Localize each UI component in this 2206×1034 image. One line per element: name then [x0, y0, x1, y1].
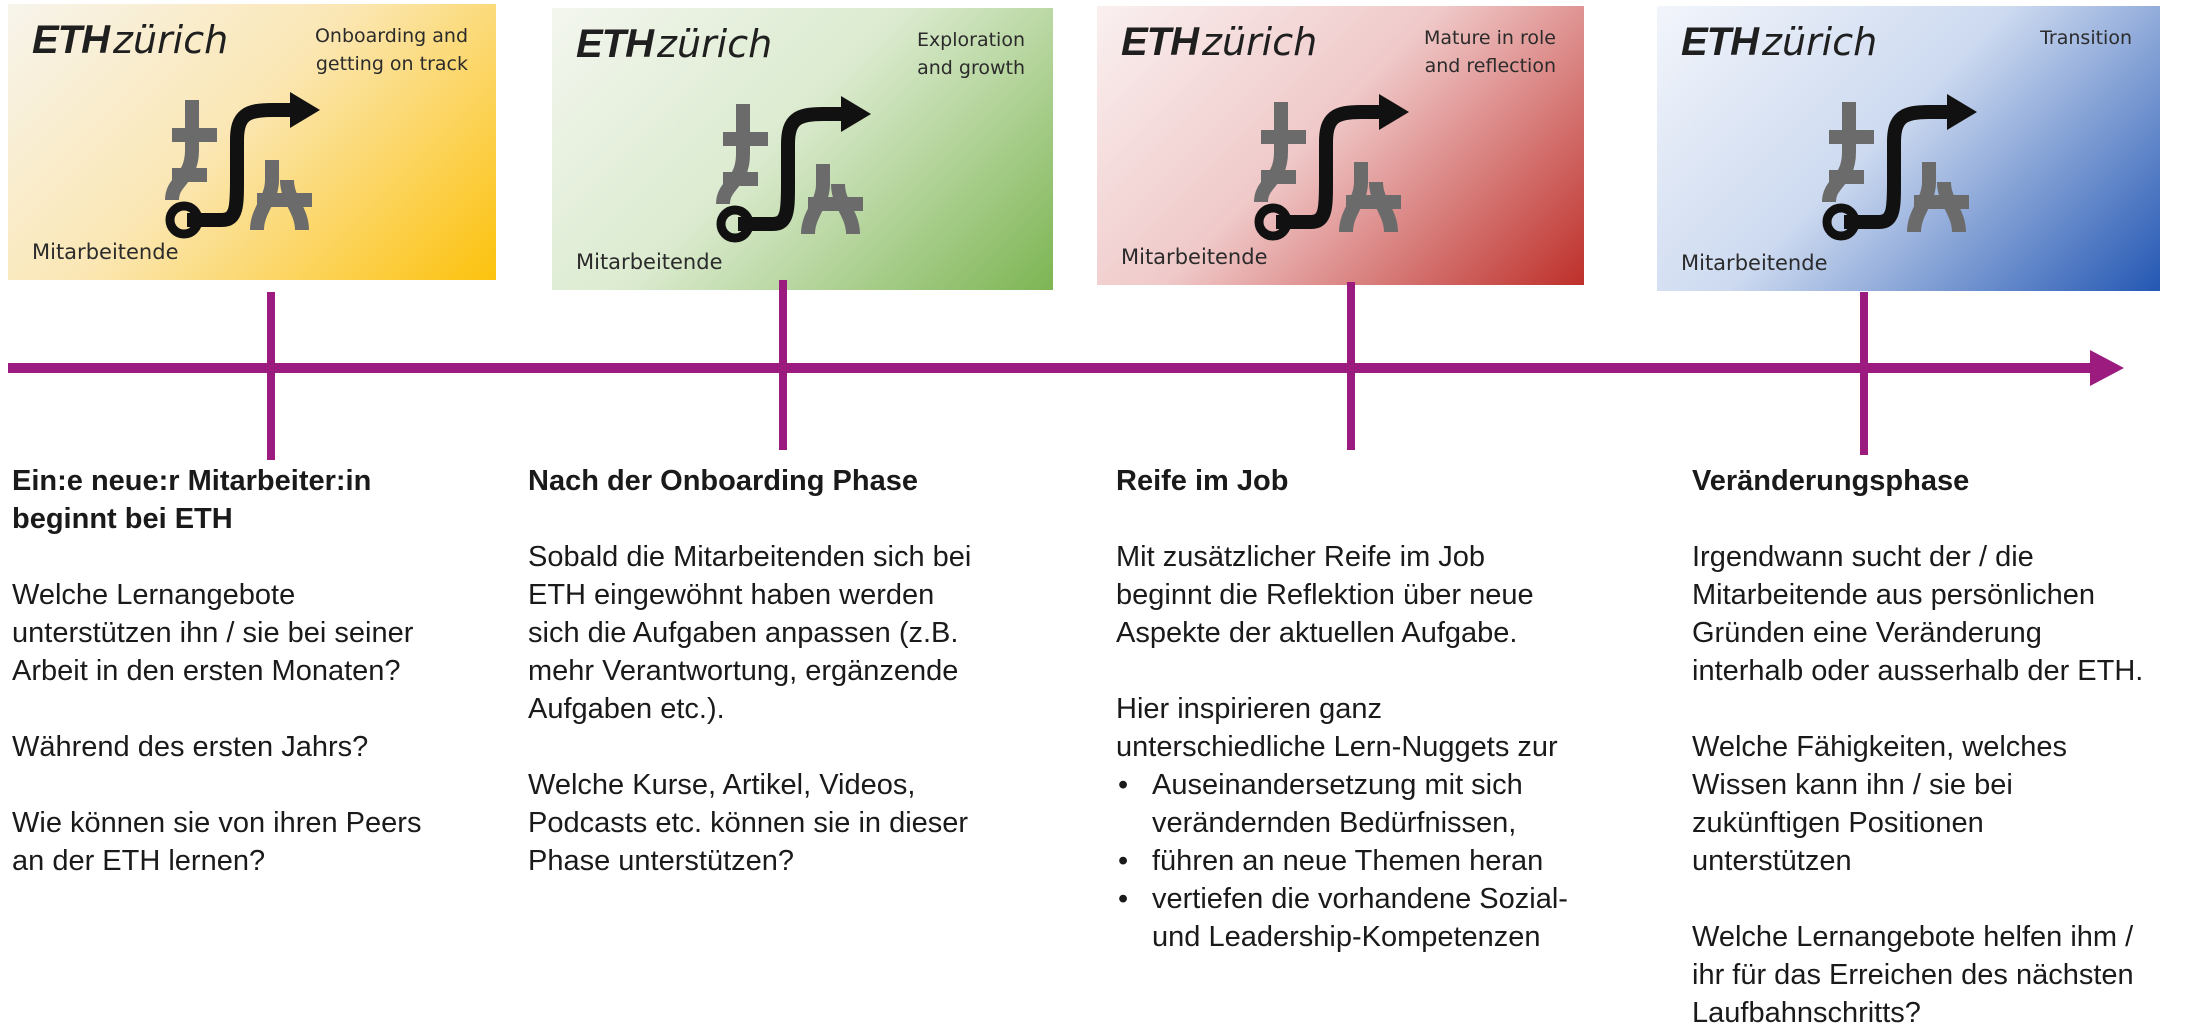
bullet-item: Auseinandersetzung mit sich verändernden … — [1116, 766, 1636, 842]
text-line: führen an neue Themen heran — [1152, 845, 1544, 877]
section-title: Ein:e neue:r Mitarbeiter:in beginnt bei E… — [12, 462, 512, 538]
text-line: Welche Kurse, Artikel, Videos, — [528, 769, 916, 801]
text-line: an der ETH lernen? — [12, 845, 266, 877]
text-line: Aufgaben etc.). — [528, 693, 725, 725]
text-line: ihr für das Erreichen des nächsten — [1692, 959, 2134, 991]
text-line: Aspekte der aktuellen Aufgabe. — [1116, 617, 1518, 649]
text-line: Wie können sie von ihren Peers — [12, 807, 422, 839]
text-line: unterstützen ihn / sie bei seiner — [12, 617, 414, 649]
text-line: Laufbahnschritts? — [1692, 997, 1921, 1029]
section-exploration: Nach der Onboarding Phase Sobald die Mit… — [528, 462, 1048, 918]
text-line: Welche Lernangebote helfen ihm / — [1692, 921, 2134, 953]
eth-logo-zurich: zürich — [113, 18, 229, 62]
eth-logo-mark: ETH — [576, 22, 654, 66]
text-line: Arbeit in den ersten Monaten? — [12, 655, 401, 687]
phase-label-line: and growth — [917, 57, 1025, 79]
text-line: vertiefen die vorhandene Sozial- — [1152, 883, 1568, 915]
audience-label: Mitarbeitende — [1681, 251, 1828, 275]
phase-label-line: Onboarding and — [314, 25, 468, 47]
bullet-item: vertiefen die vorhandene Sozial-und Lead… — [1116, 880, 1636, 956]
path-branch-icon — [715, 96, 871, 243]
arrow-head-icon — [290, 92, 320, 128]
audience-label: Mitarbeitende — [576, 250, 723, 274]
section-title: Nach der Onboarding Phase — [528, 465, 918, 497]
path-branch-icon — [1253, 94, 1409, 241]
arrow-head-icon — [1946, 94, 1977, 130]
text-line: ETH eingewöhnt haben werden — [528, 579, 935, 611]
section-paragraph: Welche Lernangebote unterstützen ihn / si… — [12, 576, 512, 690]
text-line: Auseinandersetzung mit sich — [1152, 769, 1523, 801]
arrow-head-icon — [840, 96, 871, 132]
text-line: Phase unterstützen? — [528, 845, 795, 877]
phase-label-line: Transition — [2040, 27, 2132, 49]
text-line: unterstützen — [1692, 845, 1852, 877]
phase-label-line: getting on track — [315, 53, 468, 75]
eth-logo-zurich: zürich — [1762, 20, 1878, 64]
title-line: beginnt bei ETH — [12, 503, 233, 535]
eth-logo-zurich: zürich — [657, 22, 773, 66]
section-transition: Veränderungsphase Irgendwann sucht der /… — [1692, 462, 2206, 1032]
phase-label: Exploration and growth — [785, 26, 1025, 82]
text-line: interhalb oder ausserhalb der ETH. — [1692, 655, 2144, 687]
text-line: Gründen eine Veränderung — [1692, 617, 2042, 649]
section-paragraph: Hier inspirieren ganz unterschiedliche Le… — [1116, 690, 1636, 766]
text-line: Irgendwann sucht der / die — [1692, 541, 2034, 573]
phase-label-line: and reflection — [1424, 55, 1556, 77]
section-onboarding: Ein:e neue:r Mitarbeiter:in beginnt bei E… — [12, 462, 512, 918]
text-line: sich die Aufgaben anpassen (z.B. — [528, 617, 959, 649]
text-line: unterschiedliche Lern-Nuggets zur — [1116, 731, 1558, 763]
section-paragraph: Welche Lernangebote helfen ihm / ihr für … — [1692, 918, 2206, 1032]
text-line: Mit zusätzlicher Reife im Job — [1116, 541, 1486, 573]
text-line: mehr Verantwortung, ergänzende — [528, 655, 959, 687]
bullet-list: Auseinandersetzung mit sich verändernden … — [1116, 766, 1636, 956]
text-line: Wissen kann ihn / sie bei — [1692, 769, 2013, 801]
timeline-arrow-head — [2090, 350, 2124, 386]
text-line: verändernden Bedürfnissen, — [1152, 807, 1517, 839]
arrow-head-icon — [1378, 94, 1409, 130]
section-title: Reife im Job — [1116, 465, 1289, 497]
phase-label: Onboarding and getting on track — [228, 22, 468, 78]
phase-label: Mature in role and reflection — [1316, 24, 1556, 80]
text-line: zukünftigen Positionen — [1692, 807, 1984, 839]
eth-logo-zurich: zürich — [1202, 20, 1318, 64]
section-paragraph: Während des ersten Jahrs? — [12, 731, 369, 763]
path-branch-icon — [165, 92, 320, 239]
text-line: Welche Lernangebote — [12, 579, 296, 611]
phase-label-line: Mature in role — [1424, 27, 1556, 49]
section-title: Veränderungsphase — [1692, 465, 1970, 497]
phase-label: Transition — [1892, 24, 2132, 52]
text-line: Mitarbeitende aus persönlichen — [1692, 579, 2096, 611]
text-line: Sobald die Mitarbeitenden sich bei — [528, 541, 972, 573]
bullet-item: führen an neue Themen heran — [1116, 842, 1636, 880]
section-paragraph: Wie können sie von ihren Peers an der ETH… — [12, 804, 512, 880]
text-line: beginnt die Reflektion über neue — [1116, 579, 1534, 611]
title-line: Ein:e neue:r Mitarbeiter:in — [12, 465, 372, 497]
eth-logo-mark: ETH — [1681, 20, 1759, 64]
phase-label-line: Exploration — [916, 29, 1025, 51]
section-mature: Reife im Job Mit zusätzlicher Reife im J… — [1116, 462, 1636, 956]
text-line: Hier inspirieren ganz — [1116, 693, 1382, 725]
eth-logo-mark: ETH — [32, 18, 110, 62]
eth-logo-mark: ETH — [1121, 20, 1199, 64]
text-line: und Leadership-Kompetenzen — [1152, 921, 1541, 953]
audience-label: Mitarbeitende — [1121, 245, 1268, 269]
audience-label: Mitarbeitende — [32, 240, 179, 264]
section-paragraph: Welche Kurse, Artikel, Videos, Podcasts e… — [528, 766, 1048, 880]
text-line: Podcasts etc. können sie in dieser — [528, 807, 969, 839]
path-branch-icon — [1821, 94, 1977, 241]
text-line: Welche Fähigkeiten, welches — [1692, 731, 2068, 763]
section-paragraph: Mit zusätzlicher Reife im Job beginnt die… — [1116, 538, 1636, 652]
